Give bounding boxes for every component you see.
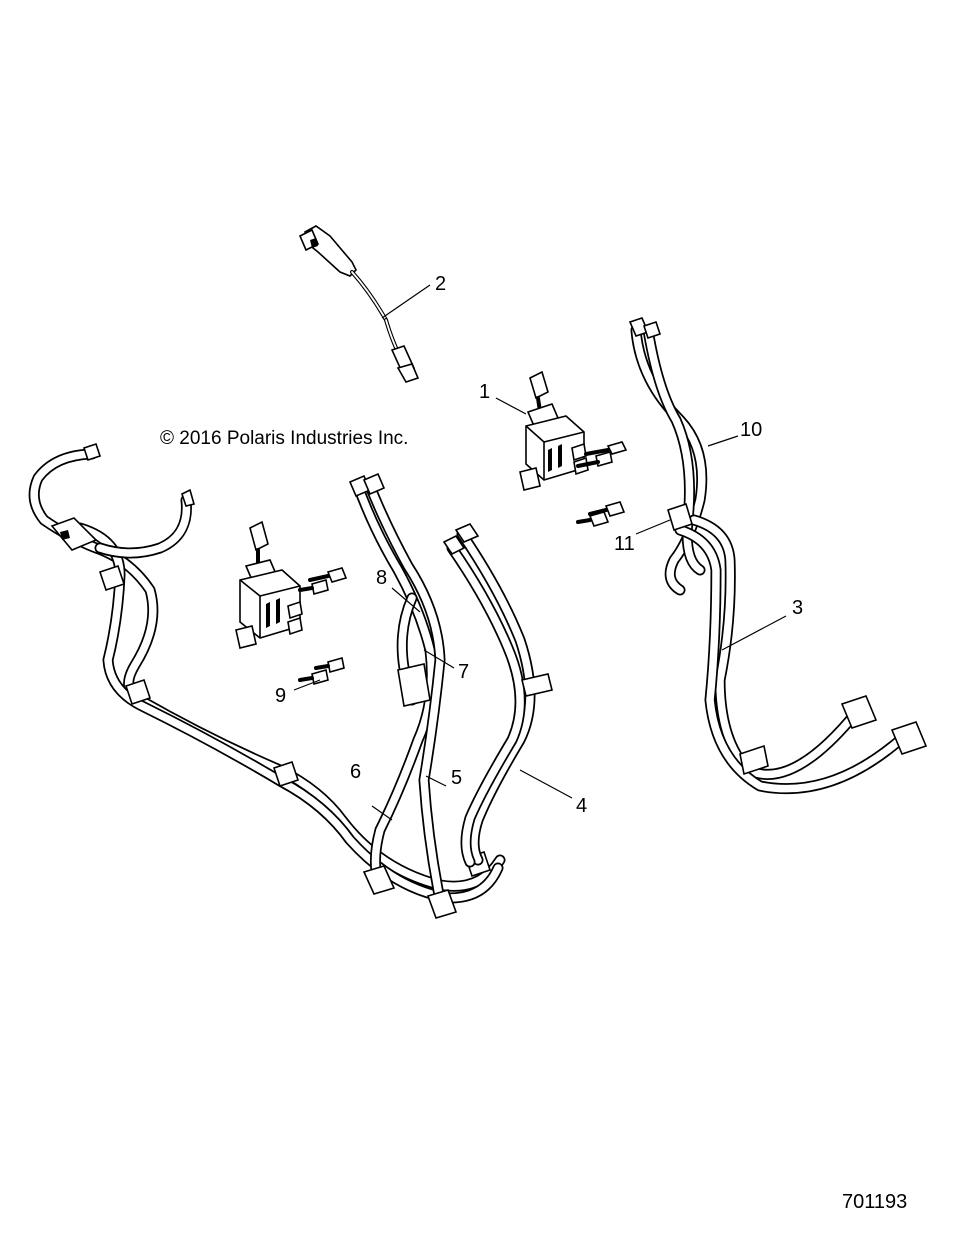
- callout-3: 3: [792, 597, 803, 619]
- callout-8: 8: [376, 567, 387, 589]
- copyright-notice: © 2016 Polaris Industries Inc.: [160, 428, 408, 449]
- part-10-cable: [628, 317, 708, 596]
- callout-1: 1: [479, 381, 490, 403]
- callout-5: 5: [451, 767, 462, 789]
- part-1-solenoid-upper: [519, 370, 589, 491]
- part-9-screws-lower: [298, 567, 348, 686]
- leader-lines: [293, 284, 787, 821]
- callout-7: 7: [458, 661, 469, 683]
- part-4-cable: [442, 523, 553, 868]
- solenoid-lower: [235, 520, 303, 649]
- document-number: 701193: [842, 1191, 907, 1213]
- callout-11: 11: [614, 533, 635, 555]
- part-3-cable: [667, 502, 928, 795]
- part-11-screws-upper: [576, 441, 628, 527]
- callout-2: 2: [435, 273, 446, 295]
- callout-4: 4: [576, 795, 587, 817]
- part-2-sensor-pigtail: [298, 225, 420, 383]
- callout-6: 6: [350, 761, 361, 783]
- callout-9: 9: [275, 685, 286, 707]
- part-5-6-7-8-cables: [348, 472, 458, 919]
- callout-10: 10: [740, 419, 762, 441]
